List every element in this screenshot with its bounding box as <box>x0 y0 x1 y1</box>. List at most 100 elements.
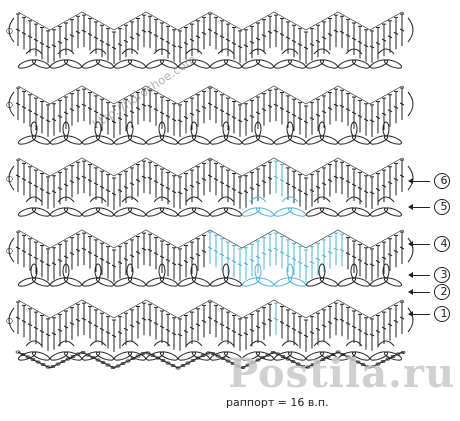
double-crochet-bar <box>27 253 33 257</box>
chain-arch <box>377 196 395 203</box>
chain-loop <box>241 207 261 217</box>
double-crochet-bar <box>111 192 117 196</box>
chain-stitch <box>115 364 121 368</box>
double-crochet-bar <box>387 35 393 39</box>
chain-arch <box>89 196 107 203</box>
double-crochet-bar <box>273 103 279 107</box>
chain-loop <box>305 135 325 145</box>
double-crochet-bar <box>219 323 225 327</box>
chain-loop <box>369 351 389 361</box>
double-crochet-bar <box>333 175 339 179</box>
row-start-mark: ○ <box>6 316 13 325</box>
chain-stitch <box>395 352 401 356</box>
double-crochet-bar <box>111 120 117 124</box>
double-crochet-bar <box>213 177 219 181</box>
double-crochet-bar <box>363 190 369 194</box>
chain-loop <box>369 277 389 287</box>
double-crochet-bar <box>315 327 321 331</box>
double-crochet-bar <box>57 114 63 118</box>
chain-stitch <box>55 362 61 366</box>
chain-loop <box>17 59 37 69</box>
double-crochet-bar <box>129 182 135 186</box>
chain-arch <box>217 340 235 347</box>
chain-stitch <box>285 357 291 361</box>
chain-arch <box>121 48 139 55</box>
chain-arch <box>281 340 299 347</box>
double-crochet-bar <box>327 321 333 324</box>
chain-arch <box>249 340 267 347</box>
double-crochet-bar <box>213 249 219 253</box>
chain-stitch <box>60 359 66 364</box>
chain-loop <box>286 263 294 279</box>
chain-loop <box>126 121 134 137</box>
double-crochet-bar <box>93 254 99 258</box>
double-crochet-bar <box>273 247 279 251</box>
chain-loop <box>319 59 339 69</box>
chain-loop <box>95 135 115 145</box>
chain-loop <box>94 121 102 137</box>
double-crochet-bar <box>45 263 51 267</box>
chain-loop <box>305 207 325 217</box>
double-crochet-bar <box>75 248 81 252</box>
double-crochet-bar <box>129 254 135 258</box>
row-4-arrow <box>408 241 430 247</box>
double-crochet-bar <box>321 110 327 114</box>
chain-stitch <box>125 359 131 363</box>
chain-stitch <box>330 352 336 357</box>
double-crochet-bar <box>129 110 135 114</box>
double-crochet-bar <box>45 45 51 49</box>
double-crochet-bar <box>219 35 225 39</box>
chain-loop <box>177 277 197 287</box>
double-crochet-bar <box>159 183 165 187</box>
double-crochet-bar <box>51 332 57 336</box>
double-crochet-bar <box>75 30 81 34</box>
double-crochet-bar <box>393 31 399 35</box>
row-6-number: 6 <box>440 174 448 187</box>
double-crochet-bar <box>117 331 123 335</box>
double-crochet-bar <box>117 189 123 193</box>
double-crochet-bar <box>69 108 75 112</box>
double-crochet-bar <box>21 249 27 253</box>
double-crochet-bar <box>255 183 261 187</box>
row-start-mark: ○ <box>6 246 13 255</box>
double-crochet-bar <box>195 109 201 113</box>
double-crochet-bar <box>231 116 237 119</box>
chain-arch <box>57 196 75 203</box>
double-crochet-bar <box>195 253 201 257</box>
double-crochet-bar <box>15 102 21 106</box>
chevron-edge <box>17 229 405 249</box>
chain-stitch <box>280 354 286 359</box>
double-crochet-bar <box>351 183 357 187</box>
chain-arch <box>313 48 331 55</box>
chain-loop <box>337 351 357 361</box>
double-crochet-bar <box>357 40 363 44</box>
double-crochet-bar <box>303 120 309 124</box>
double-crochet-bar <box>93 36 99 40</box>
double-crochet-bar <box>69 180 75 184</box>
double-crochet-bar <box>327 179 333 182</box>
double-crochet-bar <box>213 319 219 323</box>
turning-chain-right <box>407 17 414 43</box>
chain-loop <box>63 351 83 361</box>
double-crochet-bar <box>87 33 93 36</box>
double-crochet-bar <box>303 334 309 338</box>
double-crochet-bar <box>141 247 147 251</box>
double-crochet-bar <box>339 176 345 180</box>
chain-loop <box>369 59 389 69</box>
double-crochet-bar <box>207 174 213 178</box>
chain-arch <box>345 196 363 203</box>
double-crochet-bar <box>315 39 321 43</box>
chain-loop <box>190 121 198 137</box>
double-crochet-bar <box>123 113 129 117</box>
double-crochet-bar <box>345 34 351 38</box>
chain-loop <box>305 277 325 287</box>
double-crochet-bar <box>63 255 69 259</box>
turning-chain-right <box>407 91 414 117</box>
double-crochet-bar <box>267 318 273 322</box>
double-crochet-bar <box>33 256 39 260</box>
chain-loop <box>255 277 275 287</box>
chain-stitch <box>30 357 36 362</box>
chain-loop <box>95 207 115 217</box>
